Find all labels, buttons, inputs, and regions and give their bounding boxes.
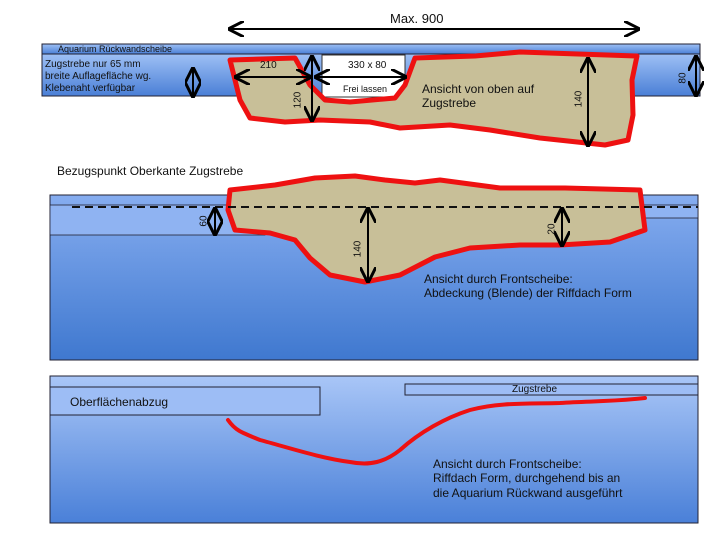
- front-view-caption: Ansicht durch Frontscheibe: Abdeckung (B…: [424, 272, 632, 301]
- bottom-view-caption: Ansicht durch Frontscheibe: Riffdach For…: [433, 457, 623, 500]
- reef-roof-top-shape: [227, 49, 640, 148]
- max-width-label: Max. 900: [390, 11, 444, 26]
- dim-20: 20: [546, 223, 558, 235]
- dim-140-front: 140: [352, 240, 364, 258]
- dim-60: 60: [198, 215, 210, 227]
- strut-label: Zugstrebe: [512, 384, 558, 395]
- cutout-label: Frei lassen: [343, 84, 388, 94]
- cutout-size: 330 x 80: [348, 60, 387, 71]
- dim-120: 120: [292, 91, 304, 109]
- dim-80: 80: [677, 72, 689, 84]
- reef-roof-outline: [226, 396, 647, 466]
- dim-140-top: 140: [573, 90, 585, 108]
- rear-glass-label: Aquarium Rückwandscheibe: [58, 44, 173, 54]
- dim-210: 210: [260, 60, 277, 71]
- top-view-caption: Ansicht von oben auf Zugstrebe: [422, 82, 535, 111]
- surface-skimmer-label: Oberflächenabzug: [70, 395, 169, 409]
- reference-title: Bezugspunkt Oberkante Zugstrebe: [57, 164, 244, 178]
- strut-note: Zugstrebe nur 65 mm breite Auflagefläche…: [45, 59, 152, 94]
- strut-strip: [404, 383, 699, 396]
- surface-skimmer: [49, 386, 321, 416]
